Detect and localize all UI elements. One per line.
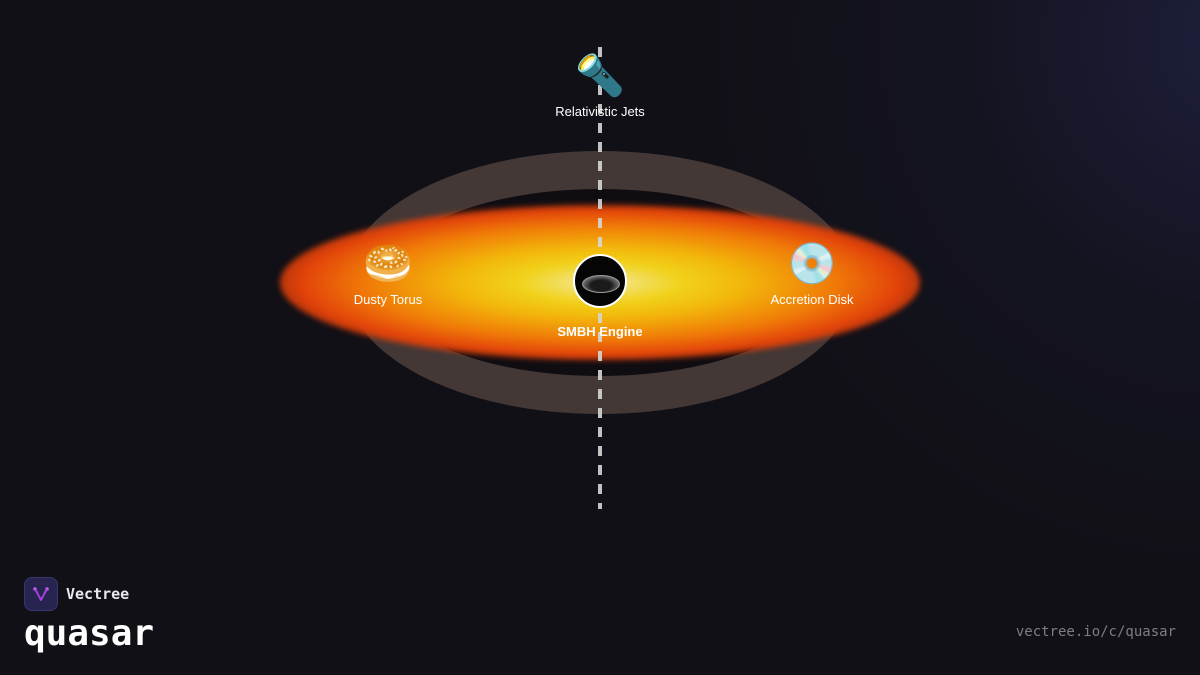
- node-smbh-engine[interactable]: SMBH Engine: [540, 254, 660, 339]
- node-accretion-disk[interactable]: 💿 Accretion Disk: [757, 240, 867, 307]
- node-label: Relativistic Jets: [555, 104, 645, 119]
- brand-name: Vectree: [66, 585, 130, 603]
- node-dusty-torus[interactable]: 🥯 Dusty Torus: [338, 240, 438, 307]
- brand-block: Vectree quasar: [24, 577, 154, 654]
- black-hole-icon: [573, 254, 627, 308]
- source-url[interactable]: vectree.io/c/quasar: [1015, 624, 1176, 640]
- node-relativistic-jets[interactable]: 🔦 Relativistic Jets: [540, 52, 660, 119]
- node-label: Dusty Torus: [353, 292, 423, 307]
- node-label: Accretion Disk: [770, 292, 854, 307]
- flashlight-icon: 🔦: [575, 54, 625, 98]
- vectree-logo-icon: [24, 577, 58, 611]
- product-title: quasar: [24, 613, 155, 654]
- node-label: SMBH Engine: [557, 324, 643, 339]
- disc-icon: 💿: [787, 242, 837, 286]
- bagel-icon: 🥯: [363, 242, 413, 286]
- event-horizon-ring: [582, 275, 620, 293]
